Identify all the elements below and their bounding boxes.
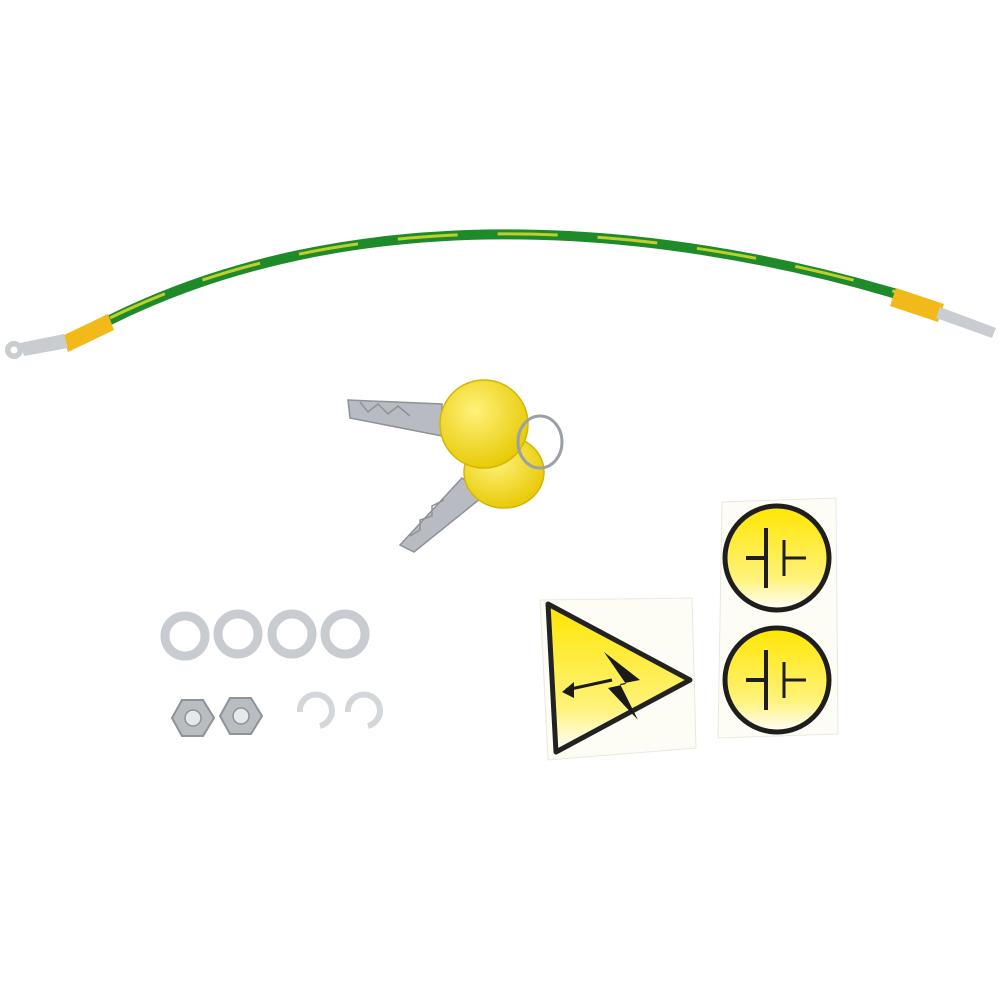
- ground-sticker: [722, 503, 832, 613]
- ring-lug-left: [5, 334, 68, 359]
- lock-washer: [296, 691, 335, 729]
- ground-symbol-icon: [746, 650, 806, 710]
- washers: [160, 609, 370, 661]
- hex-nut: [170, 699, 216, 737]
- high-voltage-sticker: [539, 597, 697, 761]
- ferrule-right: [890, 288, 944, 322]
- washer: [160, 611, 210, 661]
- washer: [320, 609, 370, 659]
- ferrule-left: [62, 314, 114, 352]
- ground-stickers: [717, 497, 839, 739]
- key-fob-upper: [439, 379, 529, 469]
- spade-lug-right: [936, 307, 996, 338]
- ground-wire: [5, 229, 996, 359]
- ground-symbol-icon: [746, 528, 806, 588]
- ground-sticker: [722, 625, 832, 735]
- lock-washers: [296, 691, 383, 729]
- key-upper: [347, 399, 443, 437]
- washer: [267, 609, 317, 659]
- lightning-bolt-icon: [562, 652, 640, 720]
- hex-nuts: [170, 697, 264, 737]
- key-set: [347, 379, 564, 553]
- key-ring: [516, 414, 564, 470]
- washer: [213, 609, 263, 659]
- hex-nut: [218, 697, 264, 735]
- lock-washer: [344, 691, 383, 729]
